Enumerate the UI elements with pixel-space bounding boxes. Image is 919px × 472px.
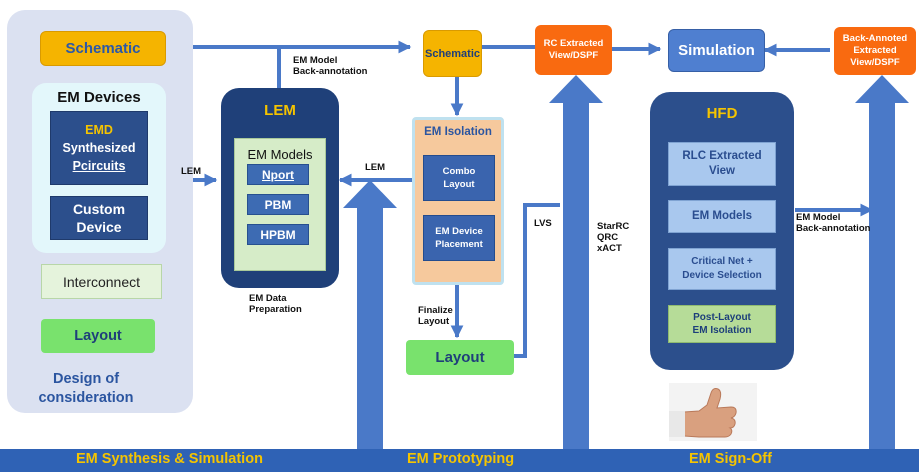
finalize-line2: Layout <box>418 316 450 327</box>
xact-line: xACT <box>597 243 622 254</box>
simulation-box[interactable]: Simulation <box>668 29 765 72</box>
left-layout-label: Layout <box>74 328 122 344</box>
lem-model-hpbm[interactable]: HPBM <box>247 224 309 245</box>
left-schematic-box[interactable]: Schematic <box>40 31 166 66</box>
rlc-line2: View <box>709 165 735 177</box>
em-data-preparation-label: EM Data Preparation <box>249 293 302 315</box>
phase-synthesis-label: EM Synthesis & Simulation <box>76 451 263 467</box>
post-layout-text: Post-Layout EM Isolation <box>693 311 752 337</box>
em-isolation-title: EM Isolation <box>424 126 492 138</box>
rlc-line1: RLC Extracted <box>682 150 762 162</box>
em-devices-title: EM Devices <box>57 89 141 106</box>
backannoted-text: Back-Annoted Extracted View/DSPF <box>843 33 907 69</box>
device-placement-text: EM Device Placement <box>435 225 483 251</box>
rc-line1: RC Extracted <box>543 38 604 49</box>
device-line2: Placement <box>435 239 483 250</box>
critical-text: Critical Net + Device Selection <box>682 255 761 283</box>
custom-device-box[interactable]: Custom Device <box>50 196 148 240</box>
up-arrow-rc <box>549 75 603 452</box>
device-label: Device <box>76 219 122 235</box>
em-device-placement-box[interactable]: EM Device Placement <box>423 215 495 261</box>
up-arrow-backannoted <box>855 75 909 452</box>
rc-line2: View/DSPF <box>548 50 599 61</box>
middle-layout-box[interactable]: Layout <box>406 340 514 375</box>
rlc-text: RLC Extracted View <box>682 149 761 179</box>
em-model-line2: Back-annotation <box>293 66 368 77</box>
hfd-title: HFD <box>706 105 738 122</box>
em-model-backannotation-label: EM Model Back-annotation <box>293 55 367 77</box>
critical-net-box[interactable]: Critical Net + Device Selection <box>668 248 776 290</box>
emd-label: EMD <box>85 123 113 137</box>
back-line1: Back-Annoted <box>842 33 908 44</box>
simulation-label: Simulation <box>678 42 755 59</box>
finalize-layout-label: Finalize Layout <box>418 305 453 327</box>
bottom-phase-bar <box>0 449 919 472</box>
rlc-extracted-box[interactable]: RLC Extracted View <box>668 142 776 186</box>
lem-mid-label: LEM <box>365 162 386 173</box>
pbm-label: PBM <box>264 197 292 212</box>
combo-layout-box[interactable]: Combo Layout <box>423 155 495 201</box>
nport-label: Nport <box>262 167 294 182</box>
phase-prototyping-label: EM Prototyping <box>407 451 515 467</box>
qrc-line: QRC <box>597 232 619 243</box>
finalize-line1: Finalize <box>418 305 453 316</box>
hfd-em-models-box[interactable]: EM Models <box>668 200 776 233</box>
design-consideration-caption: Design of consideration <box>31 370 141 408</box>
starrc-line: StarRC <box>597 221 630 232</box>
left-schematic-label: Schematic <box>65 40 141 57</box>
em-models-title: EM Models <box>247 147 313 162</box>
emd-synthesized-label: Synthesized <box>62 141 136 155</box>
combo-line2: Layout <box>443 179 475 190</box>
lem-model-pbm[interactable]: PBM <box>247 194 309 215</box>
thumbs-up-icon <box>669 383 757 441</box>
emd-synthesized-box[interactable]: EMD Synthesized Pcircuits <box>50 111 148 185</box>
interconnect-label: Interconnect <box>62 273 141 290</box>
lem-model-nport[interactable]: Nport <box>247 164 309 185</box>
hfd-em-models-label: EM Models <box>691 210 753 222</box>
custom-label: Custom <box>72 201 126 217</box>
combo-layout-text: Combo Layout <box>443 165 476 191</box>
lvs-label: LVS <box>534 218 552 229</box>
post-layout-isolation-box[interactable]: Post-Layout EM Isolation <box>668 305 776 343</box>
design-line2: consideration <box>38 390 134 406</box>
hfd-em-model-line2: Back-annotation <box>796 223 871 234</box>
lem-left-label: LEM <box>181 166 202 177</box>
emd-pcircuits-label: Pcircuits <box>72 159 126 173</box>
middle-schematic-label: Schematic <box>424 47 481 60</box>
design-line1: Design of <box>52 371 120 387</box>
rc-extracted-text: RC Extracted View/DSPF <box>544 38 604 62</box>
critical-line1: Critical Net + <box>691 256 753 267</box>
phase-signoff-label: EM Sign-Off <box>689 451 772 467</box>
hfd-em-model-line1: EM Model <box>796 212 841 223</box>
rc-extracted-box[interactable]: RC Extracted View/DSPF <box>535 25 612 75</box>
device-line1: EM Device <box>435 226 483 237</box>
combo-line1: Combo <box>442 166 476 177</box>
up-arrow-lem <box>343 180 397 452</box>
middle-layout-label: Layout <box>435 349 485 366</box>
hpbm-label: HPBM <box>260 227 296 242</box>
em-model-line1: EM Model <box>293 55 338 66</box>
post-line2: EM Isolation <box>692 325 752 336</box>
middle-schematic-box[interactable]: Schematic <box>423 30 482 77</box>
backannoted-extracted-box[interactable]: Back-Annoted Extracted View/DSPF <box>834 27 916 75</box>
back-line3: View/DSPF <box>850 57 900 68</box>
critical-line2: Device Selection <box>682 270 762 281</box>
hfd-backannotation-label: EM Model Back-annotation <box>796 212 870 234</box>
interconnect-box[interactable]: Interconnect <box>41 264 162 299</box>
lem-title: LEM <box>264 102 296 119</box>
post-line1: Post-Layout <box>693 312 751 323</box>
layout-lvs-line <box>514 203 560 358</box>
extraction-tools-label: StarRC QRC xACT <box>597 221 629 254</box>
prep-line1: EM Data <box>249 293 287 304</box>
back-line2: Extracted <box>853 45 897 56</box>
prep-line2: Preparation <box>249 304 302 315</box>
left-layout-box[interactable]: Layout <box>41 319 155 353</box>
